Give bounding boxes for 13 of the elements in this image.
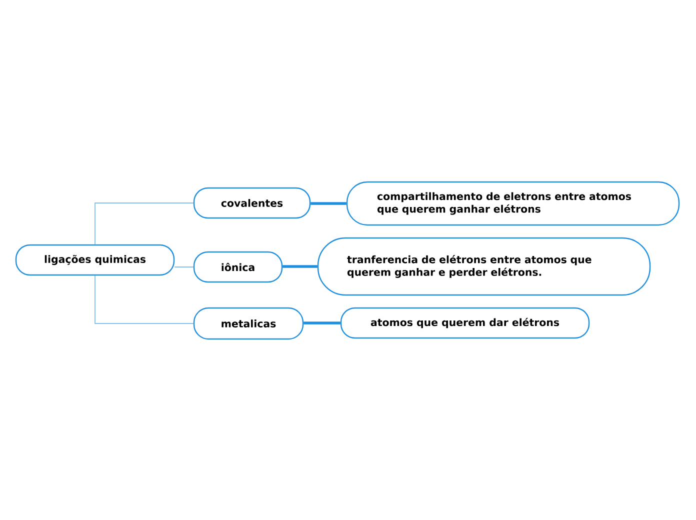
subtopic-box: metalicas	[193, 307, 304, 340]
note-box: atomos que querem dar elétrons	[340, 307, 590, 339]
subtopic-box: covalentes	[193, 187, 311, 219]
connector-line	[174, 266, 194, 268]
topic-box: ligações quimicas	[15, 244, 175, 276]
subtopic-box: iônica	[193, 251, 283, 283]
note-box: compartilhamento de eletrons entre atomos que querem ganhar elétrons	[346, 181, 680, 226]
connector-line	[282, 265, 318, 268]
note-box: tranferencia de elétrons entre atomos que querem ganhar e perder elétrons.	[317, 237, 651, 296]
connector-line	[310, 202, 346, 205]
connector-line	[94, 275, 194, 324]
connector-line	[94, 202, 194, 245]
connector-line	[304, 322, 340, 324]
